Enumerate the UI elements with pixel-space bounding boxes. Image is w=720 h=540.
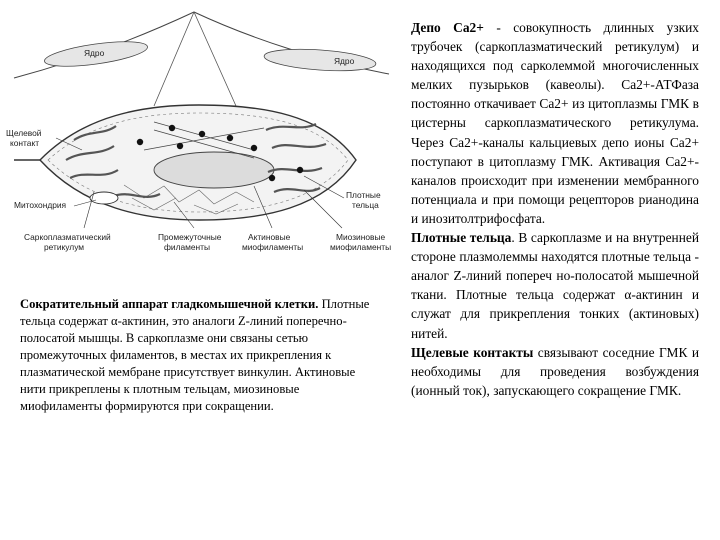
dense-bodies: [136, 124, 304, 182]
label-dense-bodies-1: Плотные: [346, 190, 381, 200]
label-actin-2: миофиламенты: [242, 242, 303, 252]
caption-title: Сократительный аппарат гладкомышечной кл…: [20, 297, 319, 311]
paragraph-calcium-depot: Депо Ca2+ - совокупность длинных узких т…: [411, 18, 699, 228]
term-gap-junctions: Щелевые контакты: [411, 344, 534, 360]
label-interm-1: Промежуточные: [158, 232, 222, 242]
pointer-lines: [55, 137, 345, 229]
label-interm-2: филаменты: [164, 242, 210, 252]
label-dense-bodies-2: тельца: [352, 200, 379, 210]
term-dense-bodies: Плотные тельца: [411, 230, 512, 246]
text-gap-junctions: связывают соседние ГМК и необходимы для …: [411, 344, 700, 398]
smooth-muscle-diagram: Ядро Ядро: [4, 10, 396, 285]
label-sr-1: Саркоплазматический: [24, 232, 111, 242]
label-nucleus-right: Ядро: [334, 56, 355, 66]
sarcoplasmic-reticulum: [65, 122, 327, 198]
label-actin-1: Актиновые: [248, 232, 291, 242]
label-gap-junction-2: контакт: [10, 138, 39, 148]
description-text: Депо Ca2+ - совокупность длинных узких т…: [411, 18, 699, 400]
caption-body: Плотные тельца содержат α-актинин, это а…: [20, 297, 370, 413]
text-calcium-depot: - совокупность длинных узких трубочек (с…: [411, 20, 699, 226]
nucleus-left: [44, 41, 148, 67]
label-nucleus-left: Ядро: [84, 48, 105, 58]
text-dense-bodies: . В саркоплазме и на внутренней стороне …: [411, 230, 699, 341]
central-nucleus: [153, 151, 275, 189]
label-sr-2: ретикулум: [44, 242, 84, 252]
junction-lines: [153, 11, 237, 107]
paragraph-gap-junctions: Щелевые контакты связывают соседние ГМК …: [411, 343, 699, 400]
nucleus-right: [263, 48, 377, 72]
diagram-svg: Ядро Ядро: [6, 11, 391, 252]
paragraph-dense-bodies: Плотные тельца. В саркоплазме и на внутр…: [411, 228, 699, 343]
label-mitochondrion: Митохондрия: [14, 200, 66, 210]
mitochondrion: [89, 191, 119, 205]
label-myosin-1: Миозиновые: [336, 232, 385, 242]
label-gap-junction-1: Щелевой: [6, 128, 42, 138]
term-calcium-depot: Депо Ca2+: [411, 20, 484, 35]
figure-caption: Сократительный аппарат гладкомышечной кл…: [20, 296, 382, 415]
label-myosin-2: миофиламенты: [330, 242, 391, 252]
